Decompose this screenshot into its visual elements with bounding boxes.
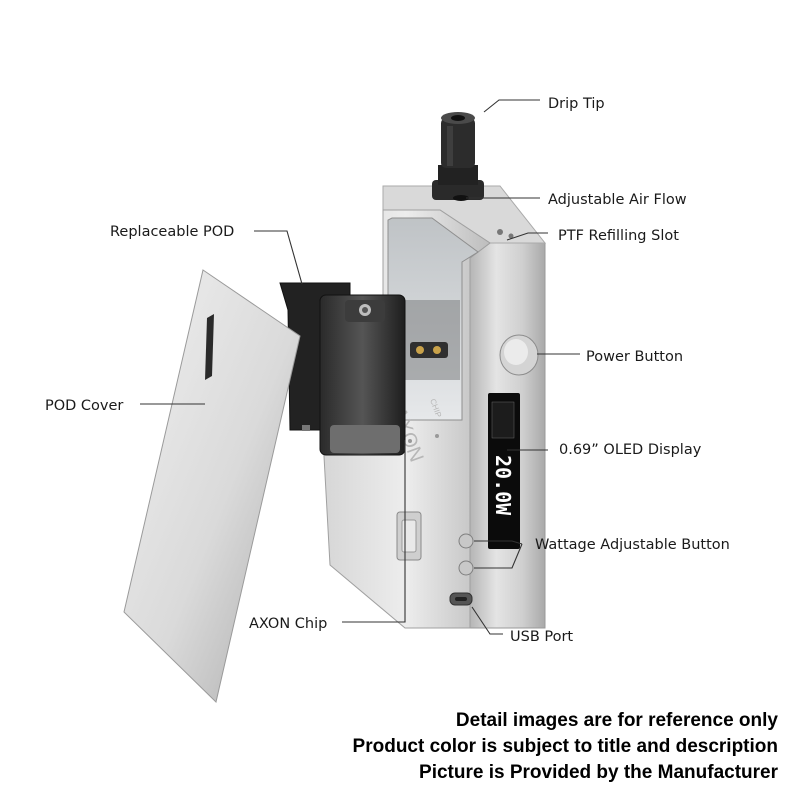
label-usb-port: USB Port bbox=[510, 629, 573, 645]
label-replaceable-pod: Replaceable POD bbox=[110, 224, 234, 240]
label-wattage-adjustable-button: Wattage Adjustable Button bbox=[535, 537, 730, 553]
contact-pins bbox=[410, 342, 448, 358]
drip-tip bbox=[432, 112, 484, 201]
usb-port bbox=[449, 592, 473, 606]
label-ptf-refilling-slot: PTF Refilling Slot bbox=[558, 228, 679, 244]
wattage-down-button[interactable] bbox=[458, 560, 474, 576]
label-axon-chip: AXON Chip bbox=[249, 616, 327, 632]
disclaimer-line-2: Product color is subject to title and de… bbox=[352, 736, 778, 757]
label-drip-tip: Drip Tip bbox=[548, 96, 605, 112]
replaceable-pod bbox=[279, 282, 406, 456]
label-adjustable-air-flow: Adjustable Air Flow bbox=[548, 192, 687, 208]
leader-lines bbox=[140, 99, 580, 635]
disclaimer-line-3: Picture is Provided by the Manufacturer bbox=[419, 762, 778, 783]
disclaimer: Detail images are for reference only Pro… bbox=[353, 708, 778, 786]
wattage-up-button[interactable] bbox=[458, 533, 474, 549]
power-button[interactable] bbox=[499, 334, 539, 376]
disclaimer-line-1: Detail images are for reference only bbox=[455, 710, 778, 731]
screen-reading: 20.0W bbox=[491, 455, 515, 516]
label-pod-cover: POD Cover bbox=[45, 398, 123, 414]
oled-display: 20.0W bbox=[488, 393, 520, 549]
label-oled-display: 0.69” OLED Display bbox=[559, 442, 702, 458]
label-power-button: Power Button bbox=[586, 349, 683, 365]
pod-cover bbox=[123, 269, 301, 703]
